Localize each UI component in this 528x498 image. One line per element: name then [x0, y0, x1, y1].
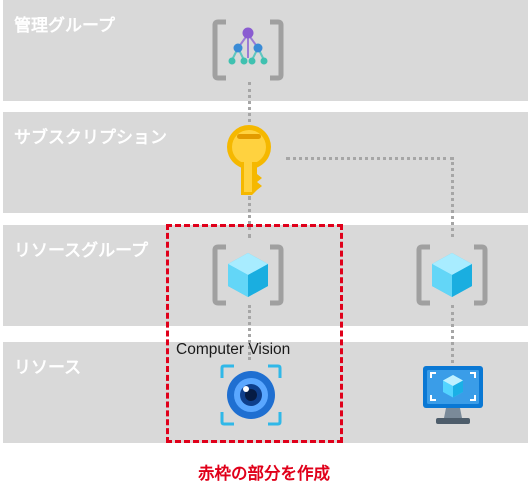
virtual-machine-icon: [423, 366, 483, 424]
subscription-key-icon: [227, 125, 271, 195]
management-group-icon: [212, 19, 284, 81]
connector-sub-branch: [286, 157, 454, 160]
level-label-management-group: 管理グループ: [14, 16, 115, 36]
highlight-box: [166, 224, 343, 443]
computer-vision-icon: [220, 364, 282, 426]
level-label-resource-group: リソースグループ: [14, 241, 149, 261]
level-label-subscription: サブスクリプション: [14, 128, 167, 148]
resource-caption: Computer Vision: [176, 341, 291, 358]
connector-branch-to-rg2: [451, 157, 454, 237]
connector-rg2-to-vm: [451, 305, 454, 363]
connector-sub-to-rg1: [248, 196, 251, 238]
level-label-resource: リソース: [14, 358, 82, 378]
resource-group-icon: [416, 244, 488, 306]
resource-group-icon: [212, 244, 284, 306]
band-subscription: サブスクリプション: [3, 112, 528, 213]
connector-mg-to-sub: [248, 82, 251, 122]
band-management-group: 管理グループ: [3, 0, 528, 101]
footer-note: 赤枠の部分を作成: [198, 464, 330, 483]
connector-rg1-to-resource: [248, 305, 251, 360]
